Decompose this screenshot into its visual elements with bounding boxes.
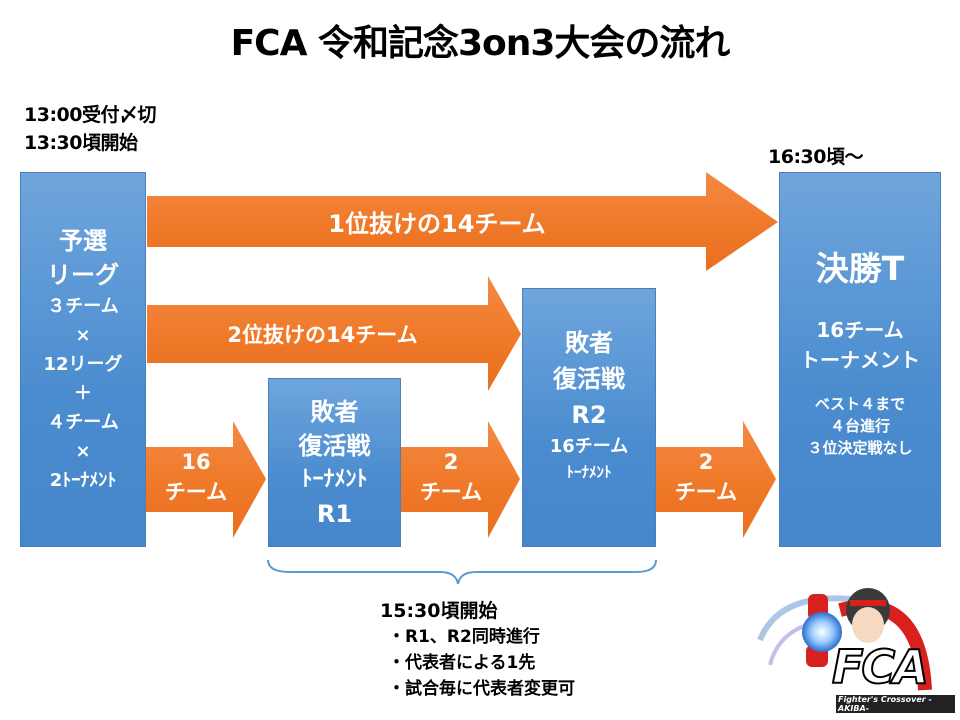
note-item: ・R1、R2同時進行 — [388, 627, 540, 647]
repechage-r2-box: 敗者 復活戦 R2 16チーム ﾄｰﾅﾒﾝﾄ — [522, 288, 656, 547]
arrow-r2-to-final — [656, 421, 776, 538]
arrow-r2-to-final-label: 2 チーム — [674, 450, 738, 504]
repechage-notes: ・R1、R2同時進行 ・代表者による1先 ・試合毎に代表者変更可 — [388, 624, 575, 702]
final-tournament-box: 決勝T 16チーム トーナメント ベスト４まで ４台進行 ３位決定戦なし — [779, 172, 941, 547]
note-item: ・試合毎に代表者変更可 — [388, 679, 575, 699]
page-title: FCA 令和記念3on3大会の流れ — [230, 23, 731, 64]
start-times: 13:00受付〆切 13:30頃開始 — [24, 101, 156, 157]
start-time: 13:30頃開始 — [24, 132, 138, 154]
fca-logo: FCA Fighter's Crossover -AKIBA- — [750, 570, 955, 715]
repechage-r1-box: 敗者 復活戦 ﾄｰﾅﾒﾝﾄ R1 — [268, 378, 401, 547]
arrow-first-place — [147, 172, 778, 271]
logo-subtitle: Fighter's Crossover -AKIBA- — [836, 695, 955, 713]
reception-deadline: 13:00受付〆切 — [24, 104, 156, 126]
note-item: ・代表者による1先 — [388, 653, 536, 673]
arrow-to-r1 — [146, 421, 266, 538]
fca-logo-graphic — [757, 588, 932, 691]
logo-text: FCA — [831, 639, 930, 695]
arrow-r1-to-r2-label: 2 チーム — [419, 450, 483, 504]
arrow-second-place — [147, 276, 521, 391]
repechage-time: 15:30頃開始 — [380, 600, 498, 622]
arrow-to-r1-label: 16 チーム — [164, 450, 228, 504]
arrow-r1-to-r2 — [401, 421, 520, 538]
arrow-first-place-label: 1位抜けの14チーム — [328, 210, 546, 238]
qualifier-league-box: 予選 リーグ ３チーム × 12リーグ ＋ ４チーム × 2ﾄｰﾅﾒﾝﾄ — [20, 172, 146, 547]
arrow-second-place-label: 2位抜けの14チーム — [227, 323, 418, 347]
final-time: 16:30頃～ — [768, 146, 863, 168]
brace — [267, 559, 657, 585]
